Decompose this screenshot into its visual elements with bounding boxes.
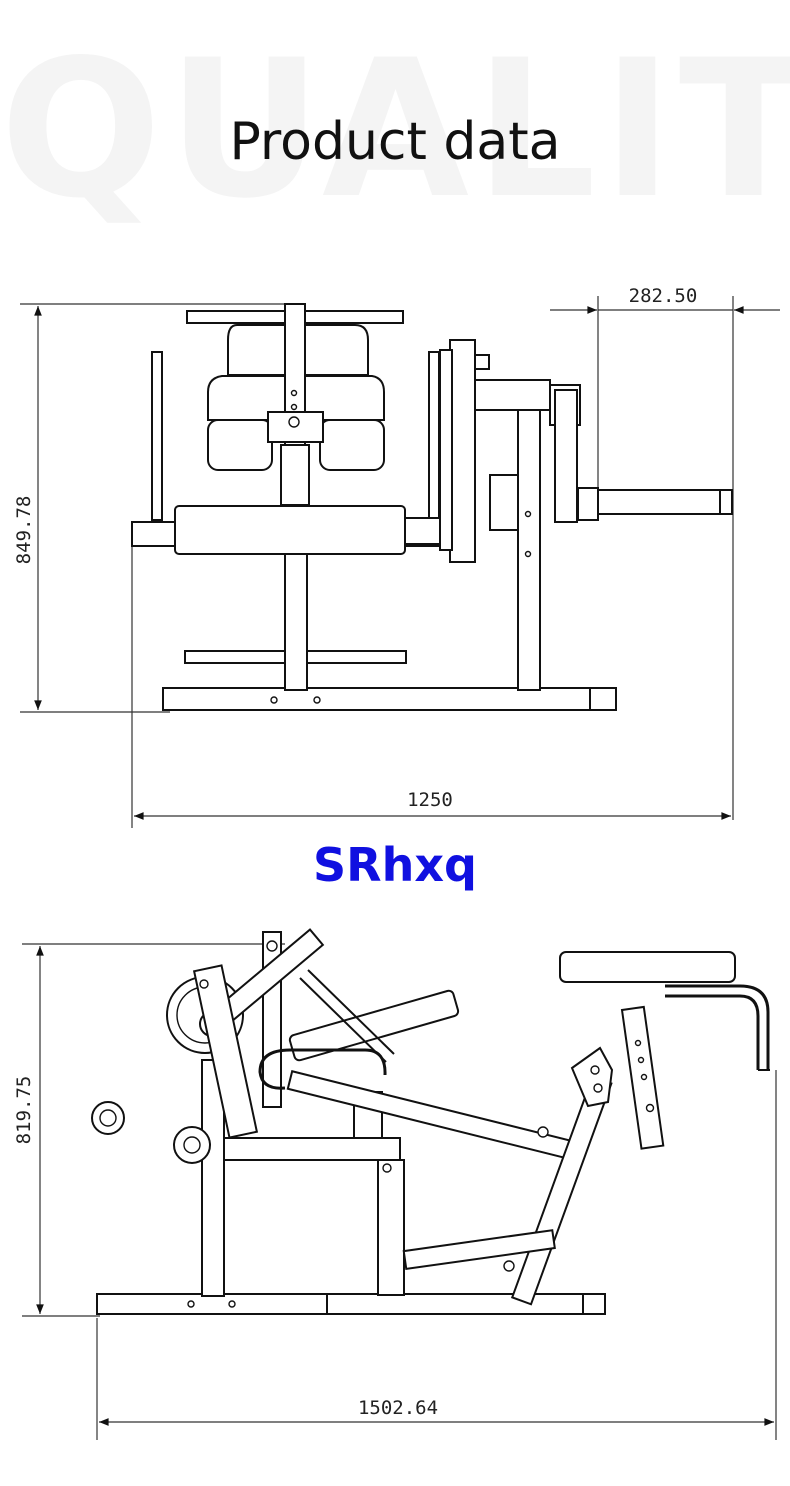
front-offset-label: 282.50 xyxy=(629,285,698,307)
side-width-dimension: 1502.64 xyxy=(96,1070,777,1440)
front-width-label: 1250 xyxy=(407,789,453,811)
machine-front-view xyxy=(131,303,733,711)
watermark-text: QUALITY xyxy=(0,30,790,230)
front-view-drawing: 849.78 282.50 1250 xyxy=(13,285,780,828)
front-height-label: 849.78 xyxy=(13,496,35,565)
side-width-label: 1502.64 xyxy=(358,1397,438,1419)
front-offset-dimension: 282.50 xyxy=(550,285,780,820)
page-title: Product data xyxy=(229,112,561,172)
side-height-label: 819.75 xyxy=(13,1076,35,1145)
side-view-drawing: 819.75 1502.64 xyxy=(13,928,777,1440)
front-height-dimension: 849.78 xyxy=(13,303,300,713)
side-height-dimension: 819.75 xyxy=(13,943,285,1317)
brand-label: SRhxq xyxy=(313,838,477,892)
front-width-dimension: 1250 xyxy=(131,525,731,828)
machine-side-view xyxy=(91,928,770,1315)
